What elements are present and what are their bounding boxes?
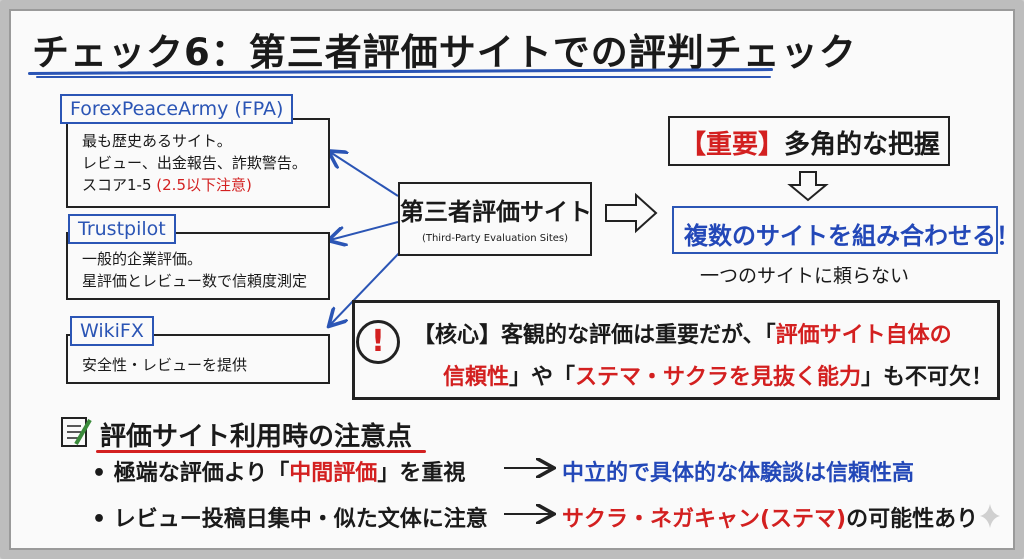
hollow-right-arrow-icon <box>605 192 658 234</box>
trustpilot-label: Trustpilot <box>68 214 176 244</box>
warning-icon: ! <box>356 320 400 364</box>
center-subtitle: (Third-Party Evaluation Sites) <box>421 233 569 244</box>
fpa-desc-2: レビュー、出金報告、詐欺警告。 <box>82 154 307 172</box>
core-line-1: 【核心】客観的な評価は重要だが、「評価サイト自体の <box>413 323 952 348</box>
center-title: 第三者評価サイト <box>400 198 592 226</box>
trustpilot-desc-1: 一般的企業評価。 <box>82 250 203 268</box>
cautions-underline <box>96 450 426 453</box>
arrow-to-trustpilot <box>330 221 399 240</box>
notepad-icon <box>61 417 92 447</box>
core-line-2: 信頼性」や「ステマ・サクラを見抜く能力」も不可欠！ <box>443 365 994 390</box>
caution-item-2-result: サクラ・ネガキャン(ステマ)の可能性あり <box>562 507 979 532</box>
core-box: 【核心】客観的な評価は重要だが、「評価サイト自体の 信頼性」や「ステマ・サクラを… <box>352 300 1000 400</box>
important-tag: 【重要】 <box>680 130 785 160</box>
cautions-title: 評価サイト利用時の注意点 <box>100 422 413 452</box>
fpa-score: スコア1-5 (2.5以下注意) <box>82 176 252 194</box>
wikifx-label: WikiFX <box>70 316 154 346</box>
wikifx-desc-1: 安全性・レビューを提供 <box>82 356 248 374</box>
sparkle-icon <box>980 504 1000 528</box>
trustpilot-desc-2: 星評価とレビュー数で信頼度測定 <box>82 272 308 290</box>
arrow-to-wikifx <box>330 249 403 325</box>
board-title: チェック6：第三者評価サイトでの評判チェック <box>32 31 857 74</box>
combine-note: 一つのサイトに頼らない <box>700 265 910 287</box>
fpa-desc-1: 最も歴史あるサイト。 <box>82 132 232 150</box>
important-text: 多角的な把握 <box>784 130 941 160</box>
fpa-card: 最も歴史あるサイト。 レビュー、出金報告、詐欺警告。 スコア1-5 (2.5以下… <box>66 118 330 208</box>
core-red-1: 評価サイト自体の <box>775 323 952 348</box>
title-underline-2 <box>36 76 771 78</box>
caution-item-1-highlight: 中間評価 <box>289 461 378 486</box>
core-red-2: ステマ・サクラを見抜く能力 <box>575 365 862 390</box>
caution-item-1-result: 中立的で具体的な体験談は信頼性高 <box>562 461 915 486</box>
center-topic-box: 第三者評価サイト (Third-Party Evaluation Sites) <box>398 182 592 256</box>
important-box: 【重要】多角的な把握 <box>668 116 950 166</box>
fpa-score-note: (2.5以下注意) <box>156 176 252 194</box>
caution-item-2-result-red: サクラ・ネガキャン(ステマ) <box>562 507 847 532</box>
arrow-to-fpa <box>330 152 399 197</box>
fpa-label: ForexPeaceArmy (FPA) <box>60 94 294 124</box>
caution-item-2: • レビュー投稿日集中・似た文体に注意 <box>92 507 488 532</box>
caution-item-1: • 極端な評価より「中間評価」を重視 <box>92 461 466 486</box>
hollow-down-arrow-icon <box>787 171 829 202</box>
combine-box: 複数のサイトを組み合わせる！ <box>672 206 1020 254</box>
core-red-1b: 信頼性 <box>443 365 510 390</box>
